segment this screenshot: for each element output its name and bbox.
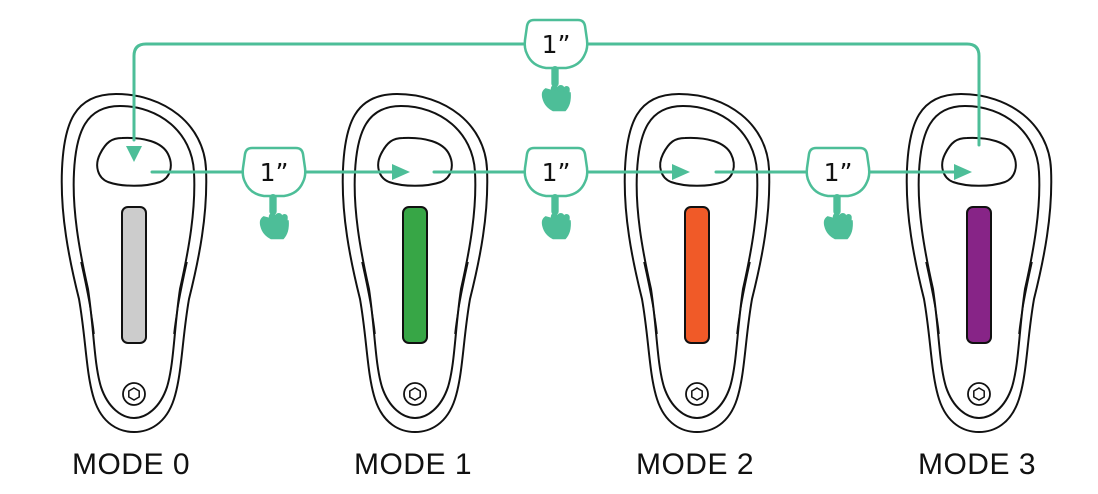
pointing-hand-icon <box>259 194 289 240</box>
device-1-side-groove-left <box>361 261 376 335</box>
press-badge-outline <box>523 146 589 198</box>
arrowhead-into-mode-3 <box>954 164 972 180</box>
device-1-hex-screw-icon <box>409 387 421 401</box>
device-1-inner-shell <box>353 104 477 420</box>
device-mode-2 <box>623 92 771 434</box>
device-3-hex-screw-icon <box>973 387 985 401</box>
device-2-hex-screw-icon <box>691 387 703 401</box>
press-badge-outline <box>241 146 307 198</box>
device-2-side-groove-right <box>736 261 751 335</box>
device-1-button[interactable] <box>377 136 453 187</box>
device-2-button[interactable] <box>659 136 735 187</box>
press-duration-label: 1” <box>824 158 853 187</box>
press-duration-label: 1” <box>542 30 571 59</box>
device-3-mode-indicator <box>966 206 992 344</box>
device-1-mode-indicator <box>402 206 428 344</box>
device-0-mode-indicator <box>121 206 147 344</box>
pointing-hand-icon <box>823 194 853 240</box>
press-badge-2: 1” <box>805 146 871 240</box>
device-3-screw-outer <box>967 382 991 406</box>
press-duration-label: 1” <box>260 158 289 187</box>
device-2-screw-outer <box>685 382 709 406</box>
device-1-side-groove-right <box>454 261 469 335</box>
device-mode-1 <box>341 92 489 434</box>
pointing-hand-icon <box>541 194 571 240</box>
device-3-inner-shell <box>917 104 1041 420</box>
press-badge-3: 1” <box>523 18 589 112</box>
device-3-side-groove-right <box>1018 261 1033 335</box>
device-0-inner-shell <box>72 104 196 420</box>
device-0-side-groove-right <box>173 261 188 335</box>
pointing-hand-icon <box>541 66 571 112</box>
device-0-side-groove-left <box>80 261 95 335</box>
arrowhead-into-mode-1 <box>392 164 410 180</box>
arrowhead-into-mode-2 <box>672 164 690 180</box>
press-duration-label: 1” <box>542 158 571 187</box>
press-badge-1: 1” <box>523 146 589 240</box>
device-0-screw-outer <box>122 382 146 406</box>
press-badge-outline <box>805 146 871 198</box>
press-badge-outline <box>523 18 589 70</box>
mode-label-2: MODE 2 <box>635 448 755 481</box>
mode-label-0: MODE 0 <box>71 448 191 481</box>
device-3-side-groove-left <box>925 261 940 335</box>
device-1-screw-outer <box>403 382 427 406</box>
arrowhead-into-mode-0 <box>126 146 142 162</box>
device-2-mode-indicator <box>684 206 710 344</box>
devices-group <box>60 92 1053 434</box>
mode-label-3: MODE 3 <box>917 448 1037 481</box>
device-mode-0 <box>60 92 208 434</box>
device-2-side-groove-left <box>643 261 658 335</box>
mode-label-1: MODE 1 <box>353 448 473 481</box>
device-0-hex-screw-icon <box>128 387 140 401</box>
device-2-inner-shell <box>635 104 759 420</box>
press-badge-0: 1” <box>241 146 307 240</box>
